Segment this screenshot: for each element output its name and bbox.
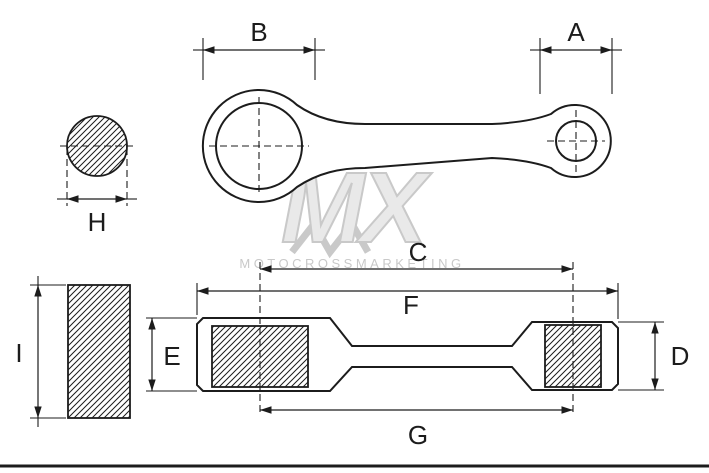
dimension-C: C (260, 237, 573, 273)
dimension-label-E: E (163, 341, 180, 371)
dimension-F: F (196, 283, 619, 320)
watermark-swoosh (289, 217, 372, 259)
crank-pin-cross-section (60, 115, 134, 177)
dimension-label-G: G (408, 420, 428, 450)
pin-side-rect (67, 284, 131, 419)
dimension-D: D (618, 321, 690, 391)
dimension-G: G (260, 406, 573, 450)
dimension-A: A (530, 17, 622, 94)
dimension-label-I: I (15, 338, 22, 368)
dimension-B: B (193, 17, 325, 80)
dimension-label-A: A (567, 17, 585, 47)
dimension-label-B: B (250, 17, 267, 47)
dimension-I: I (15, 276, 66, 427)
dimension-label-C: C (409, 237, 428, 267)
dimension-label-F: F (403, 290, 419, 320)
dimension-label-H: H (88, 207, 107, 237)
dimension-label-D: D (671, 341, 690, 371)
rod-top-view (201, 89, 612, 203)
dimension-E: E (146, 317, 197, 392)
pin-side-view (67, 284, 131, 419)
rod-top-outline (201, 89, 612, 203)
rod-side-view (196, 262, 619, 416)
dimension-H: H (57, 148, 137, 237)
